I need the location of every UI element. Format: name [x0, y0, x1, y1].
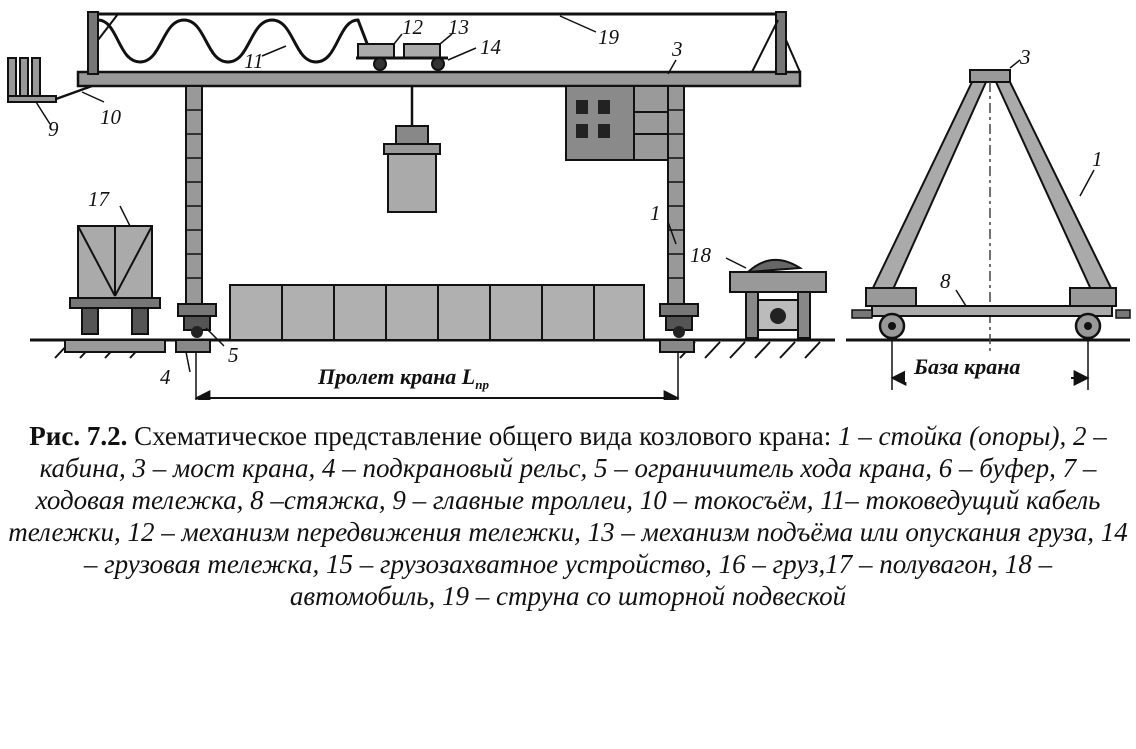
- base-label: База крана: [913, 354, 1020, 379]
- end-leg-left: [870, 81, 988, 298]
- label-1-end: 1: [1092, 147, 1103, 171]
- wagon-rail: [64, 339, 166, 353]
- crane-leg-right: [667, 85, 685, 305]
- travel-mechanism: [357, 43, 395, 59]
- string-post-right: [775, 11, 787, 75]
- end-view: База крана 3 1 8: [846, 45, 1131, 390]
- figure-caption: Рис. 7.2. Схематическое представление об…: [8, 420, 1128, 612]
- ground-hatching: [54, 341, 821, 359]
- side-view: Пролет крана Lпр 19 3 11 12 13 14 10 9 1…: [7, 11, 835, 400]
- trolley-cable: [97, 18, 370, 64]
- current-collector: [55, 84, 93, 101]
- caption-title-line: Рис. 7.2. Схематическое представление об…: [29, 421, 831, 451]
- label-12: 12: [402, 15, 424, 39]
- label-19: 19: [598, 25, 620, 49]
- cargo-load: [387, 153, 437, 213]
- label-4: 4: [160, 365, 171, 389]
- tie-rod: [871, 305, 1113, 317]
- label-18: 18: [690, 243, 712, 267]
- label-13: 13: [448, 15, 469, 39]
- load-gripper: [395, 125, 429, 145]
- hoist-mechanism: [403, 43, 441, 59]
- gripper-plate: [383, 143, 441, 155]
- string-post-left: [87, 11, 99, 75]
- caption-title: Схематическое представление общего вида …: [134, 421, 832, 451]
- span-label: Пролет крана Lпр: [317, 364, 489, 392]
- operator-cabin: [565, 85, 669, 161]
- label-8: 8: [940, 269, 951, 293]
- label-10: 10: [100, 105, 122, 129]
- caption-legend: 1 – стойка (опоры), 2 – кабина, 3 – мост…: [8, 421, 1128, 611]
- crane-rail-left: [175, 339, 211, 353]
- running-bogie-left: [177, 303, 217, 338]
- trolley-wheel: [373, 57, 387, 71]
- label-3: 3: [671, 37, 683, 61]
- automobile: [729, 259, 827, 339]
- crane-bridge: [76, 70, 802, 88]
- label-9: 9: [48, 117, 59, 141]
- label-3-end: 3: [1019, 45, 1031, 69]
- label-11: 11: [244, 49, 263, 73]
- gondola-wagon: [69, 225, 161, 335]
- trolley-wheel: [431, 57, 445, 71]
- cargo-stack: [229, 284, 645, 341]
- running-bogie-right: [659, 303, 699, 338]
- crane-rail-right: [659, 339, 695, 353]
- label-1: 1: [650, 201, 661, 225]
- label-5: 5: [228, 343, 239, 367]
- string-brace-left: [97, 13, 119, 41]
- crane-leg-left: [185, 85, 203, 305]
- main-trolleys: [7, 57, 57, 103]
- cargo-trolley: [356, 43, 448, 71]
- string-brace-right-2: [785, 39, 801, 73]
- label-17: 17: [88, 187, 111, 211]
- string-brace-right: [751, 19, 779, 73]
- label-14: 14: [480, 35, 502, 59]
- bridge-section: [969, 69, 1011, 83]
- end-leg-right: [994, 81, 1114, 298]
- figure-number: Рис. 7.2.: [29, 421, 128, 451]
- gantry-crane-diagram: Пролет крана Lпр 19 3 11 12 13 14 10 9 1…: [7, 11, 1131, 400]
